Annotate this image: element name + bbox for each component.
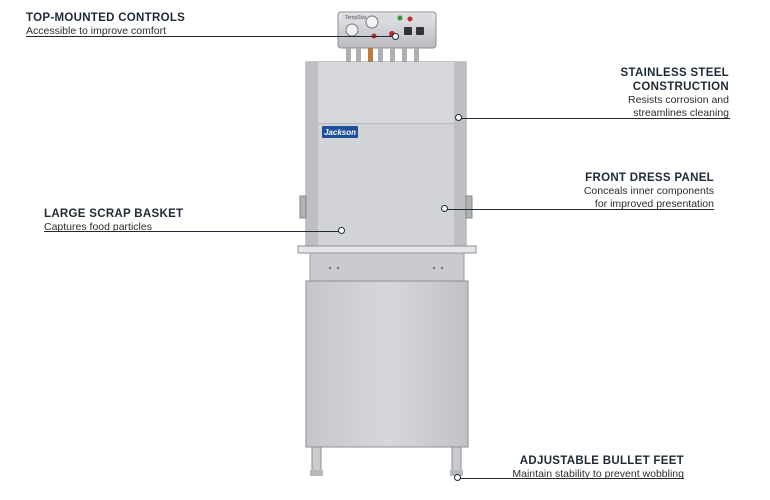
- callout-description: Captures food particles: [44, 221, 152, 233]
- leader-line-large-scrap-basket: [44, 231, 342, 232]
- callout-front-dress-panel: FRONT DRESS PANEL Conceals inner compone…: [584, 171, 714, 211]
- switch-icon: [404, 27, 412, 35]
- callout-stainless-steel-construction: STAINLESS STEEL CONSTRUCTION Resists cor…: [621, 66, 729, 120]
- callout-dot-front-dress-panel: [441, 205, 448, 212]
- callout-description-line: Conceals inner components: [583, 185, 714, 197]
- callout-description: Maintain stability to prevent wobbling: [512, 468, 684, 480]
- callout-adjustable-bullet-feet: ADJUSTABLE BULLET FEET Maintain stabilit…: [512, 454, 684, 481]
- callout-description-line: for improved presentation: [594, 198, 714, 210]
- switch-icon: [416, 27, 424, 35]
- callout-title: LARGE SCRAP BASKET: [44, 208, 184, 220]
- leader-line-top-mounted-controls: [26, 36, 396, 37]
- callout-title: TOP-MOUNTED CONTROLS: [26, 12, 186, 24]
- callout-dot-stainless-steel: [455, 114, 462, 121]
- panel-label: TempStar: [345, 15, 367, 21]
- control-box: TempStar: [337, 11, 437, 62]
- callout-description: Accessible to improve comfort: [26, 25, 167, 37]
- leader-line-adjustable-bullet-feet: [458, 478, 684, 479]
- brand-badge-text: Jackson: [324, 128, 356, 137]
- callout-dot-adjustable-bullet-feet: [454, 474, 461, 481]
- callout-dot-large-scrap-basket: [338, 227, 345, 234]
- leader-line-stainless-steel: [460, 118, 730, 119]
- indicator-light-icon: [397, 15, 403, 21]
- callout-description-line: streamlines cleaning: [633, 107, 729, 119]
- brand-badge: [322, 126, 358, 138]
- ledge: [297, 245, 477, 254]
- callout-title: FRONT DRESS PANEL: [585, 172, 714, 184]
- lower-dress-panel: [305, 280, 469, 448]
- bullet-feet: [310, 446, 463, 476]
- callout-dot-top-mounted-controls: [392, 33, 399, 40]
- gauge-icon: [365, 15, 379, 29]
- middle-band: [309, 252, 465, 282]
- callout-top-mounted-controls: TOP-MOUNTED CONTROLS Accessible to impro…: [26, 11, 185, 38]
- indicator-light-icon: [407, 16, 413, 22]
- leader-line-front-dress-panel: [446, 209, 714, 210]
- gauge-icon: [345, 23, 359, 37]
- callout-title: ADJUSTABLE BULLET FEET: [519, 455, 684, 467]
- callout-title-line: STAINLESS STEEL: [620, 67, 729, 79]
- callout-description-line: Resists corrosion and: [628, 94, 729, 106]
- callout-large-scrap-basket: LARGE SCRAP BASKET Captures food particl…: [44, 207, 183, 234]
- upper-hood: Jackson: [299, 61, 473, 249]
- callout-title-line: CONSTRUCTION: [632, 81, 729, 93]
